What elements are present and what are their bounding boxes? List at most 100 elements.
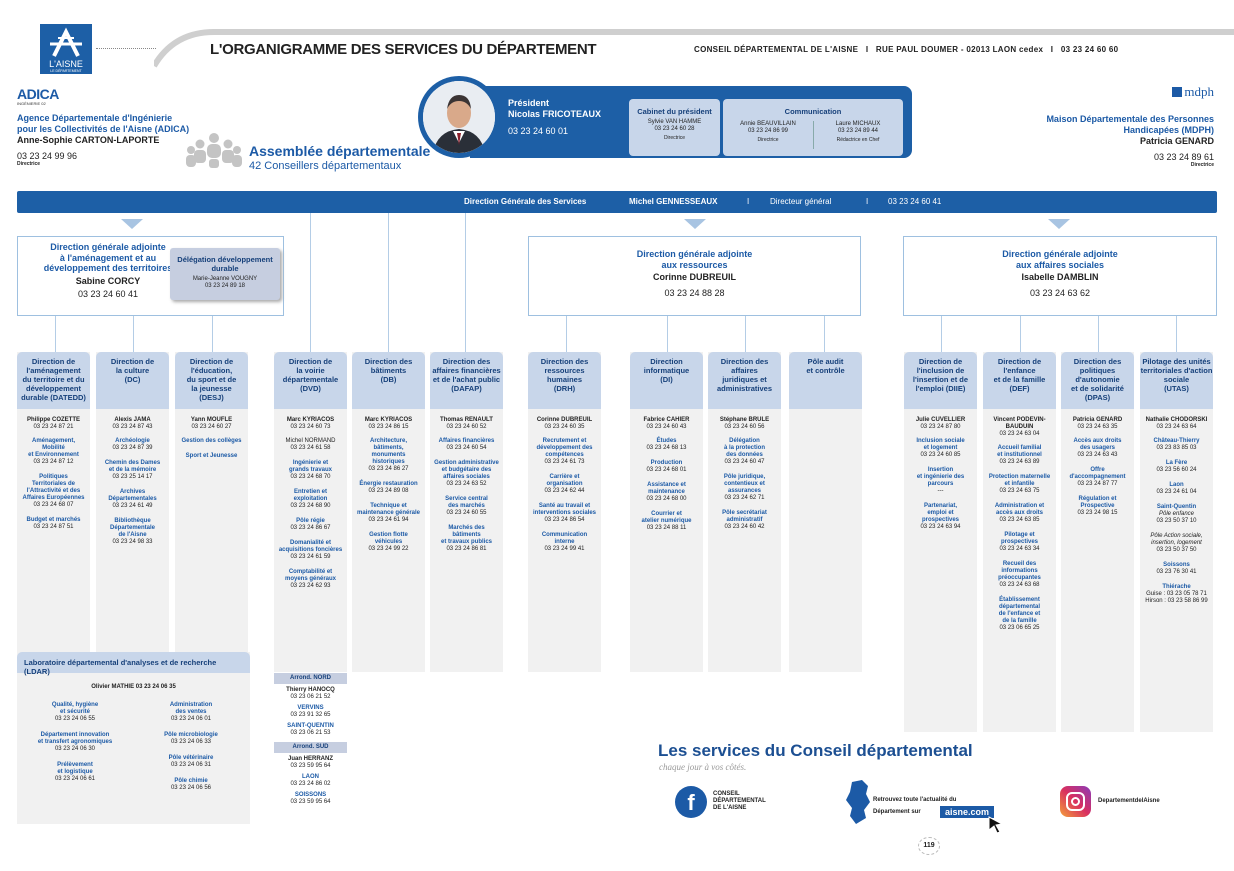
service-name: interventions sociales bbox=[532, 510, 597, 516]
service-phone: 03 23 76 30 41 bbox=[1156, 569, 1197, 575]
ldar-service-name: et sécurité bbox=[59, 709, 90, 715]
service-name: Service central bbox=[445, 496, 488, 502]
service-name: développement des bbox=[536, 445, 593, 451]
service-name: maintenance générale bbox=[356, 510, 421, 516]
service-name: parcours bbox=[927, 481, 954, 487]
director-phone: 03 23 24 63 04 bbox=[999, 431, 1040, 437]
direction-title-line: du sport et de bbox=[186, 375, 237, 384]
direction-title-line: Direction bbox=[650, 357, 683, 366]
dga-amenagement-text: Direction générale adjointe à l'aménagem… bbox=[18, 242, 198, 300]
dga-sociales-person: Isabelle DAMBLIN bbox=[1021, 272, 1099, 282]
service-phone: 03 23 24 63 52 bbox=[446, 481, 487, 487]
connector bbox=[566, 312, 567, 352]
service-phone: 03 23 24 86 54 bbox=[544, 517, 585, 523]
director-name: Julie CUVELLIER bbox=[915, 417, 966, 423]
connector bbox=[745, 312, 746, 352]
service-name: Protection maternelle bbox=[988, 474, 1051, 480]
dga-sociales-title-2: aux affaires sociales bbox=[1015, 259, 1105, 270]
cabinet-box: Cabinet du président Sylvie VAN HAMME 03… bbox=[629, 99, 720, 156]
service-name: monuments bbox=[371, 452, 406, 458]
instagram-link[interactable]: DepartementdelAisne bbox=[1060, 786, 1210, 818]
service-name: Architecture, bbox=[369, 438, 407, 444]
saint-quentin-phone: 03 23 06 21 53 bbox=[290, 730, 331, 736]
adica-name-1: Agence Départementale d'Ingénierie bbox=[17, 113, 173, 123]
service-phone: 03 23 24 63 94 bbox=[920, 524, 961, 530]
service-name: Affaires financières bbox=[438, 438, 495, 444]
ldar-service-phone: 03 23 24 06 30 bbox=[54, 746, 96, 752]
website-text-2: Département sur bbox=[873, 809, 921, 815]
cabinet-phone: 03 23 24 60 28 bbox=[654, 126, 695, 132]
ldar-service-name: Pôle chimie bbox=[174, 778, 208, 784]
delegation-phone: 03 23 24 89 18 bbox=[204, 283, 246, 289]
communication-person-1: Annie BEAUVILLAIN 03 23 24 86 99 Directr… bbox=[727, 121, 809, 143]
soissons-label: SOISSONS bbox=[294, 792, 327, 798]
service-name: l'Attractivité et des bbox=[26, 488, 81, 494]
adica-person: Anne-Sophie CARTON-LAPORTE bbox=[17, 135, 160, 145]
direction-title-line: la jeunesse bbox=[191, 384, 232, 393]
laon-label: LAON bbox=[302, 774, 319, 780]
service-name: d'accompagnement bbox=[1069, 474, 1126, 480]
service-name: Pôle juridique, bbox=[723, 474, 766, 480]
president-label: Président bbox=[508, 98, 550, 108]
service-name: Archives bbox=[119, 489, 146, 495]
director-name: Alexis JAMA bbox=[114, 417, 151, 423]
ldar-service-phone: 03 23 24 06 55 bbox=[54, 716, 96, 722]
direction-title-line: (DRH) bbox=[553, 384, 576, 393]
service-name: maintenance bbox=[648, 489, 685, 495]
service-name: des marchés bbox=[448, 503, 485, 509]
direction-title-line: administratives bbox=[716, 384, 773, 393]
service-person: Michel NORMAND bbox=[285, 438, 336, 444]
aisne-logo: L'AISNE LE DÉPARTEMENT bbox=[40, 24, 92, 74]
dga-ressources-title-1: Direction générale adjointe bbox=[636, 249, 753, 259]
service-name: Communication bbox=[541, 532, 588, 538]
service-name: et Environnement bbox=[28, 452, 79, 458]
ldar-service-name: Qualité, hygiène bbox=[51, 702, 99, 708]
communication-role-1: Directrice bbox=[757, 137, 779, 143]
ldar-service-phone: 03 23 24 06 31 bbox=[170, 762, 212, 768]
aisne-logo-icon bbox=[50, 27, 82, 57]
president-portrait bbox=[423, 81, 495, 153]
service-name: Recrutement et bbox=[542, 438, 587, 444]
direction-title-line: (UTAS) bbox=[1164, 384, 1189, 393]
service-name: prospectives bbox=[921, 517, 960, 523]
mdph-name-2: Handicapées (MDPH) bbox=[1123, 124, 1214, 135]
dga-amenagement-title-2: à l'aménagement et au bbox=[59, 252, 157, 263]
delegation-title-2: durable bbox=[211, 264, 239, 273]
direction-title-line: Pilotage des unités bbox=[1142, 357, 1211, 366]
direction-title-line: bâtiments bbox=[370, 366, 407, 375]
mdph-logo-icon bbox=[1172, 87, 1183, 97]
ldar-service-phone: 03 23 24 06 33 bbox=[170, 739, 212, 745]
logo-text: L'AISNE bbox=[49, 59, 83, 69]
service-name: moyens généraux bbox=[284, 576, 337, 582]
facebook-link[interactable]: f CONSEIL DÉPARTEMENTAL DE L'AISNE bbox=[675, 786, 795, 818]
direction-title-line: (DPAS) bbox=[1084, 393, 1111, 402]
director-name: Corinne DUBREUIL bbox=[536, 417, 593, 423]
service-name: Budget et marchés bbox=[26, 517, 81, 523]
direction-title-line: Direction des bbox=[442, 357, 491, 366]
mdph-block: mdph Maison Départementale des Personnes… bbox=[1010, 84, 1214, 168]
service-phone: 03 23 24 60 42 bbox=[724, 524, 765, 530]
director-name: Fabrice CAHIER bbox=[643, 417, 690, 423]
service-name: Gestion administrative bbox=[434, 460, 499, 466]
website-link[interactable]: aisne.com bbox=[940, 806, 995, 818]
adica-role: Directrice bbox=[17, 161, 41, 167]
direction-title-line: l'emploi (DIIE) bbox=[915, 384, 966, 393]
instagram-handle: DepartementdelAisne bbox=[1098, 798, 1160, 804]
service-name: bâtiments bbox=[452, 532, 481, 538]
facebook-icon: f bbox=[675, 786, 707, 818]
